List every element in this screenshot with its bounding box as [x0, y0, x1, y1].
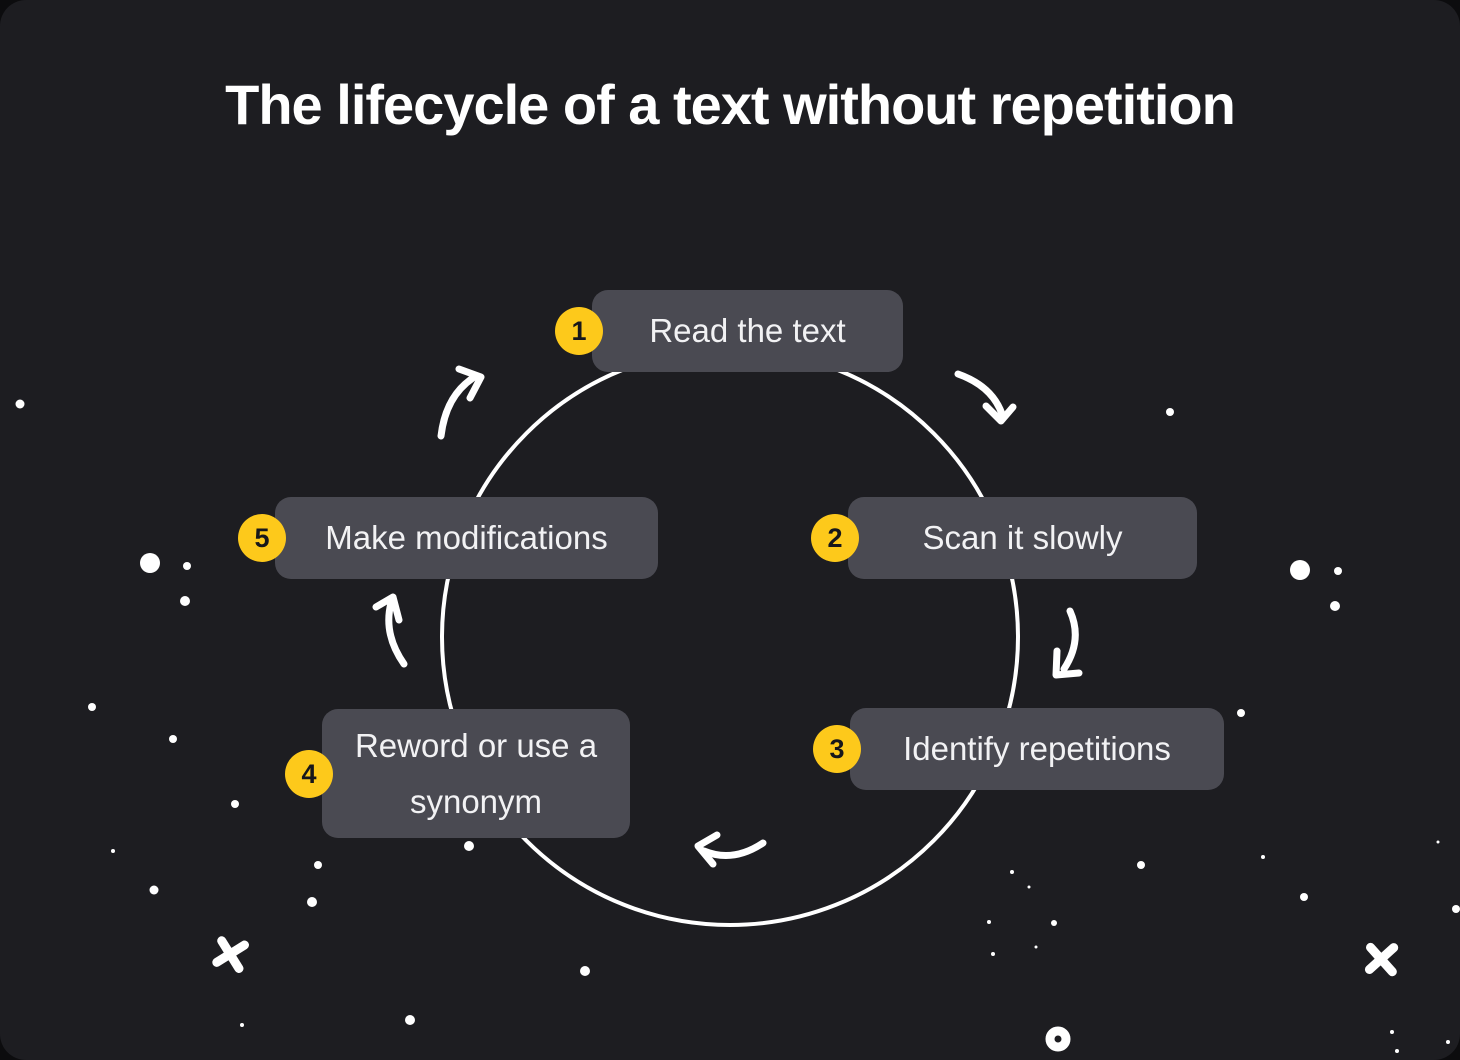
arrow-1-to-2-icon: [954, 370, 1017, 425]
star-dot: [1290, 560, 1310, 580]
star-dot: [1027, 885, 1031, 889]
star-dot: [1452, 905, 1460, 913]
step-reword-or-use-a-synonym: 4 Reword or use a synonym: [285, 709, 630, 838]
star-dot: [991, 952, 995, 956]
star-dot: [1010, 870, 1014, 874]
step-1-label: Read the text: [649, 312, 846, 349]
star-dot: [405, 1015, 415, 1025]
step-3-number-badge: 3: [813, 725, 861, 773]
step-make-modifications: 5 Make modifications: [238, 497, 658, 579]
star-dot: [15, 399, 25, 409]
step-4-number-badge: 4: [285, 749, 333, 798]
star-dot: [1137, 861, 1145, 869]
arrow-3-to-4-icon: [694, 831, 767, 868]
arrow-2-to-3-icon: [1052, 607, 1083, 679]
star-dot: [180, 596, 190, 606]
star-dot: [1436, 840, 1440, 844]
star-dot: [111, 849, 115, 853]
star-dot: [169, 735, 177, 743]
star-dot: [149, 885, 159, 895]
step-3-label: Identify repetitions: [903, 730, 1171, 767]
arrow-5-to-1-icon: [437, 365, 485, 440]
star-dot: [464, 841, 474, 851]
step-5-label: Make modifications: [325, 519, 608, 556]
star-dot: [1334, 567, 1342, 575]
star-dot: [987, 920, 991, 924]
step-identify-repetitions: 3 Identify repetitions: [813, 708, 1224, 790]
star-dot: [140, 553, 160, 573]
star-dot: [1395, 1049, 1399, 1053]
star-dot: [88, 703, 96, 711]
page-title: The lifecycle of a text without repetiti…: [225, 73, 1236, 136]
star-dot: [1300, 893, 1308, 901]
star-dot: [1166, 408, 1174, 416]
star-dot: [231, 800, 239, 808]
star-dot: [1051, 920, 1057, 926]
step-1-number-badge: 1: [555, 307, 603, 355]
step-5-number-badge: 5: [238, 514, 286, 562]
step-2-number-badge: 2: [811, 514, 859, 562]
ring-doodle-icon: [1045, 1026, 1071, 1052]
arrow-4-to-5-icon: [372, 593, 408, 668]
star-dot: [1261, 855, 1265, 859]
step-4-label: Reword or use a synonym: [354, 726, 598, 820]
decor-dots-layer: [15, 399, 1460, 1053]
star-dot: [1390, 1030, 1394, 1034]
cross-doodle-icon: [1364, 942, 1399, 977]
star-dot: [1446, 1040, 1450, 1044]
star-dot: [1237, 709, 1245, 717]
step-read-the-text: 1 Read the text: [555, 290, 903, 372]
star-dot: [1034, 945, 1038, 949]
star-dot: [1330, 601, 1340, 611]
star-dot: [240, 1023, 244, 1027]
step-scan-it-slowly: 2 Scan it slowly: [811, 497, 1197, 579]
star-dot: [307, 897, 317, 907]
star-dot: [580, 966, 590, 976]
cross-doodle-icon: [212, 936, 249, 973]
step-2-label: Scan it slowly: [922, 519, 1123, 556]
cycle-circle: [440, 347, 1020, 927]
star-dot: [314, 861, 322, 869]
star-dot: [183, 562, 191, 570]
